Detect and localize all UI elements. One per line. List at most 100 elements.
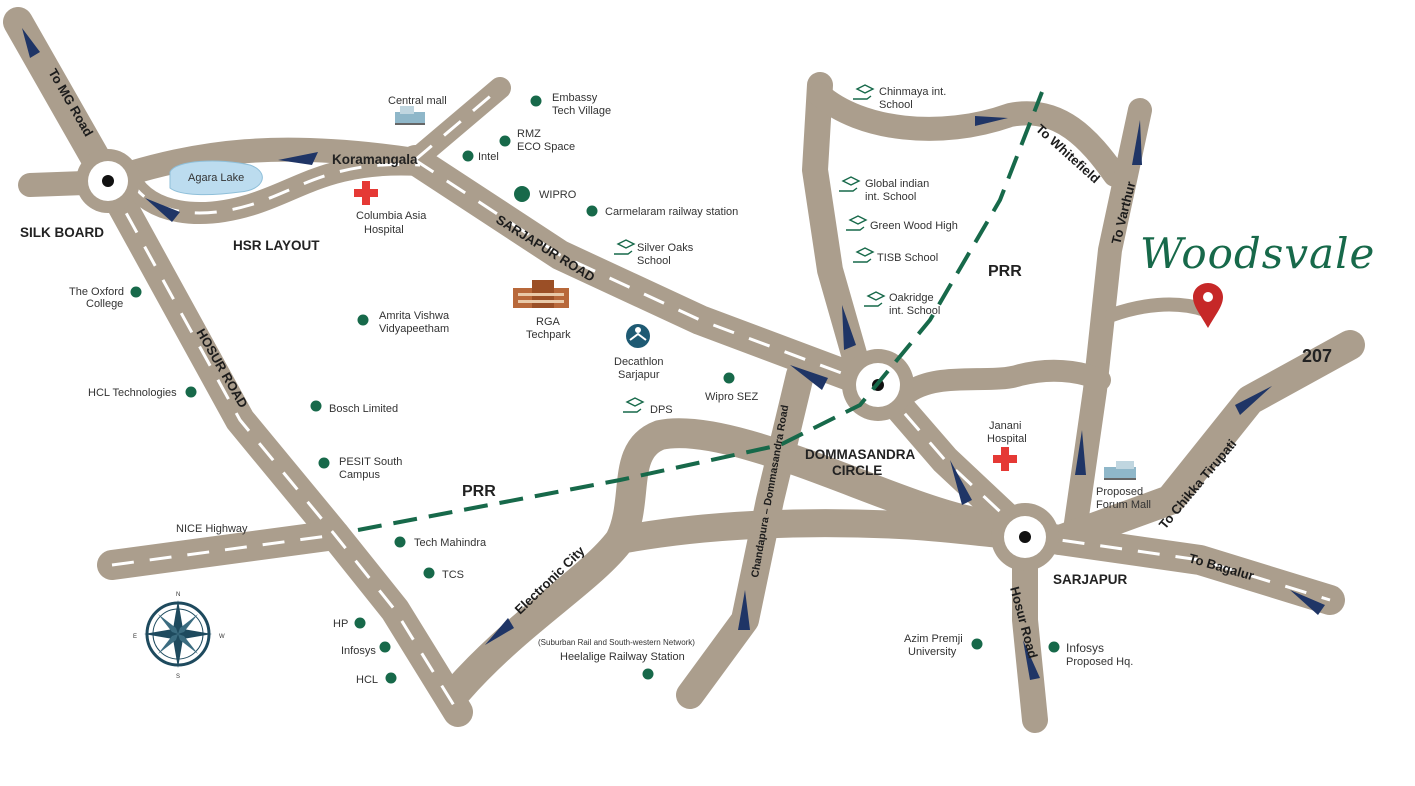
poi-dot-carmelaram <box>586 205 598 217</box>
mall-icon <box>395 106 425 125</box>
poi-intel: Intel <box>478 151 499 163</box>
school-icon-tisb <box>853 247 875 263</box>
poi-dot-heelalige <box>642 668 654 680</box>
school-icon-oakridge <box>864 291 886 307</box>
poi-dot-tcs <box>423 567 435 579</box>
techpark-icon <box>513 280 569 308</box>
poi-hcl: HCL <box>356 674 378 686</box>
label-prr-east: PRR <box>988 263 1022 280</box>
poi-oakridge-1: Oakridge <box>889 292 934 304</box>
prr-line <box>357 91 1044 532</box>
arrow-agara <box>145 198 180 222</box>
compass-n: N <box>176 592 180 598</box>
label-dommasandra-2: CIRCLE <box>832 463 882 478</box>
poi-silver-oaks-2: School <box>637 255 671 267</box>
poi-chinmaya-2: School <box>879 99 913 111</box>
poi-dot-wipro <box>514 186 530 202</box>
poi-hp: HP <box>333 618 348 630</box>
school-icon-green-wood <box>846 215 868 231</box>
poi-dot-oxford <box>130 286 142 298</box>
poi-dot-pesit <box>318 457 330 469</box>
agara-lake-label: Agara Lake <box>188 172 244 184</box>
hospital-icon-columbia <box>354 181 378 205</box>
poi-columbia-1: Columbia Asia <box>356 210 427 222</box>
poi-amrita-1: Amrita Vishwa <box>379 310 450 322</box>
arrow-sarjapur-road <box>790 365 828 390</box>
poi-oakridge-2: int. School <box>889 305 940 317</box>
poi-wipro-sez: Wipro SEZ <box>705 391 758 403</box>
dash-central-mall <box>414 86 501 162</box>
school-icon-silver-oaks <box>614 239 636 255</box>
road-woodsvale-connector <box>1105 297 1212 322</box>
poi-amrita-2: Vidyapeetham <box>379 323 449 335</box>
poi-silver-oaks-1: Silver Oaks <box>637 242 694 254</box>
poi-bosch: Bosch Limited <box>329 403 398 415</box>
road-nh-207 <box>1045 330 1365 555</box>
poi-janani-1: Janani <box>989 420 1021 432</box>
poi-infosys: Infosys <box>341 645 376 657</box>
poi-chinmaya-1: Chinmaya int. <box>879 86 946 98</box>
road-chandapura <box>676 361 814 709</box>
poi-decathlon-2: Sarjapur <box>618 369 660 381</box>
poi-rga-1: RGA <box>536 316 561 328</box>
dash-bagalur <box>1024 533 1331 602</box>
arrow-mg-road <box>22 28 40 58</box>
poi-dps: DPS <box>650 404 673 416</box>
poi-heelalige: Heelalige Railway Station <box>560 651 685 663</box>
poi-infosys-hq-1: Infosys <box>1066 641 1104 655</box>
school-icon-dps <box>623 397 645 413</box>
label-koramangala: Koramangala <box>332 152 418 167</box>
poi-global-2: int. School <box>865 191 916 203</box>
poi-rmz-2: ECO Space <box>517 141 575 153</box>
poi-dot-hcl-tech <box>185 386 197 398</box>
arrow-koramangala <box>278 152 318 165</box>
brand-logo: Woodsvale <box>1140 229 1375 278</box>
poi-embassy-1: Embassy <box>552 92 598 104</box>
dash-hosur-west <box>106 179 460 713</box>
poi-dot-wipro-sez <box>723 372 735 384</box>
poi-dot-azim <box>971 638 983 650</box>
road-silk-board-west <box>18 171 97 197</box>
poi-janani-2: Hospital <box>987 433 1027 445</box>
dash-sarjapur <box>414 158 861 382</box>
poi-dot-tech-mahindra <box>394 536 406 548</box>
poi-embassy-2: Tech Village <box>552 105 611 117</box>
arrow-whitefield <box>975 116 1008 126</box>
direction-arrows <box>22 28 1325 680</box>
label-nh-207: 207 <box>1302 346 1332 366</box>
poi-oxford-1: The Oxford <box>69 286 124 298</box>
road-dommasandra-east <box>894 359 1111 406</box>
arrow-hosur-east <box>1023 640 1040 680</box>
arrow-dommasandra-sarjapur <box>950 460 972 505</box>
dash-dommasandra-sarjapur <box>878 384 1027 537</box>
poi-columbia-2: Hospital <box>364 224 404 236</box>
poi-rga-2: Techpark <box>526 329 571 341</box>
location-pin-icon[interactable] <box>1193 283 1223 328</box>
poi-wipro: WIPRO <box>539 189 577 201</box>
arrow-electronic-city <box>485 618 514 645</box>
label-hsr-layout: HSR LAYOUT <box>233 238 320 253</box>
poi-tisb: TISB School <box>877 252 938 264</box>
poi-dot-embassy <box>530 95 542 107</box>
road-koramangala <box>96 137 427 192</box>
poi-dot-amrita <box>357 314 369 326</box>
label-sarjapur-road: SARJAPUR ROAD <box>493 212 597 285</box>
label-dommasandra-1: DOMMASANDRA <box>805 447 915 462</box>
poi-azim-1: Azim Premji <box>904 633 963 645</box>
agara-lake-shape <box>169 160 263 196</box>
poi-rail-note: (Suburban Rail and South-western Network… <box>538 638 695 647</box>
arrow-chikka <box>1235 386 1272 415</box>
poi-pesit-2: Campus <box>339 469 380 481</box>
road-to-varthur <box>1063 98 1152 542</box>
label-silk-board: SILK BOARD <box>20 225 104 240</box>
poi-dot-hp <box>354 617 366 629</box>
arrow-chandapura <box>738 590 750 630</box>
poi-tcs: TCS <box>442 569 464 581</box>
poi-green-wood: Green Wood High <box>870 220 958 232</box>
poi-dot-intel <box>462 150 474 162</box>
poi-global-1: Global indian <box>865 178 929 190</box>
road-lower-connector <box>606 509 1039 554</box>
decathlon-icon <box>626 324 650 348</box>
arrow-varthur <box>1132 120 1142 165</box>
compass-s: S <box>176 674 180 680</box>
